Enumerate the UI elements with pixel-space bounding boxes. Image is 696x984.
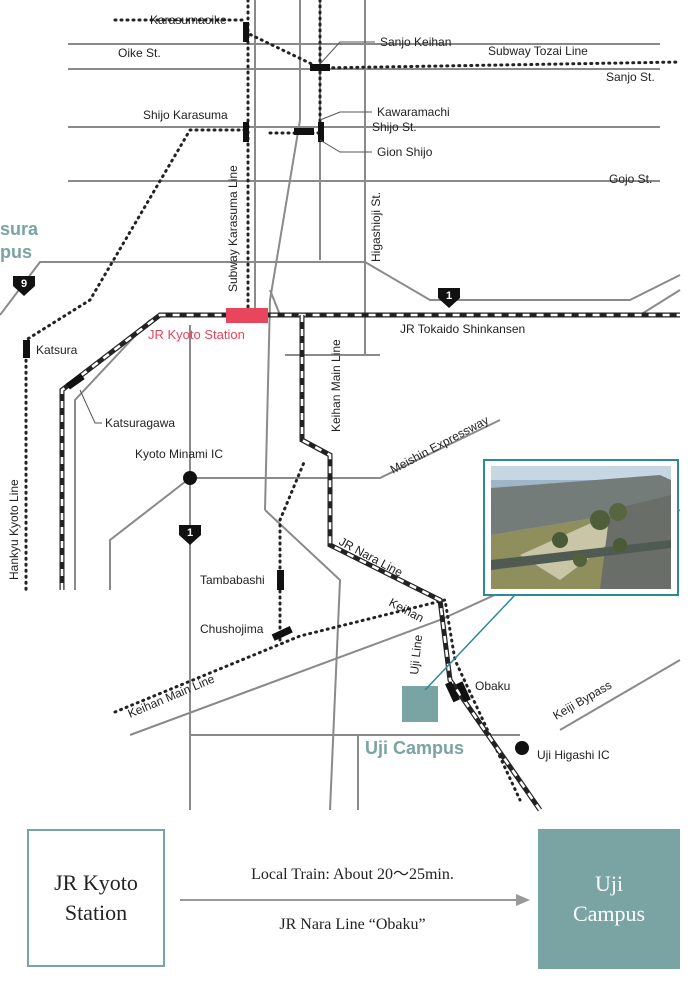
line-label-keihan-main-lower: Keihan Main Line: [126, 672, 217, 721]
line-label-hankyu-kyoto: Hankyu Kyoto Line: [7, 479, 21, 580]
street-label-oike: Oike St.: [118, 46, 161, 60]
station-label-katsuragawa: Katsuragawa: [105, 416, 175, 430]
route-shield-1-top: 1: [438, 288, 460, 308]
line-label-keihan-uji-a: Keihan: [387, 595, 427, 625]
ic-label-uji-higashi: Uji Higashi IC: [537, 748, 610, 762]
origin-box: JR Kyoto Station: [27, 829, 165, 967]
origin-line2: Station: [64, 900, 128, 925]
origin-line1: JR Kyoto: [54, 870, 138, 895]
station-label-karasumaoike: Karasumaoike: [150, 13, 227, 27]
travel-time-text: Local Train: About 20～25min.: [251, 866, 454, 883]
uji-higashi-ic-dot: [515, 741, 529, 755]
svg-text:1: 1: [446, 290, 452, 302]
road-network: [0, 0, 681, 811]
street-label-sanjo: Sanjo St.: [606, 70, 655, 84]
station-label-shijo-karasuma: Shijo Karasuma: [143, 108, 228, 122]
line-label-subway-karasuma: Subway Karasuma Line: [226, 165, 240, 292]
station-label-kawaramachi: Kawaramachi: [377, 105, 450, 119]
station-label-gion-shijo: Gion Shijo: [377, 145, 433, 159]
line-label-jr-tokaido-shinkansen: JR Tokaido Shinkansen: [400, 322, 525, 336]
station-label-katsura: Katsura: [36, 343, 78, 357]
line-label-meishin-expressway: Meishin Expressway: [388, 413, 491, 477]
street-label-higashioji: Higashioji St.: [369, 192, 383, 262]
campus-label-uji: Uji Campus: [365, 738, 464, 758]
destination-line1: Uji: [594, 871, 624, 896]
uji-campus-marker: [402, 686, 438, 722]
kyoto-access-map: 9 1 1 Karasumaoike Oike St. Sanjo Keihan: [0, 0, 682, 812]
route-arrow: [180, 894, 530, 906]
line-name-text: JR Nara Line “Obaku”: [279, 916, 426, 933]
campus-photo: [483, 459, 679, 596]
line-label-keihan-main-upper: Keihan Main Line: [329, 339, 343, 432]
station-label-tambabashi: Tambabashi: [200, 573, 265, 587]
street-label-gojo: Gojo St.: [609, 172, 652, 186]
destination-box: Uji Campus: [538, 829, 680, 969]
jr-rail-lines: [59, 312, 680, 812]
route-shield-1-left: 1: [179, 525, 201, 545]
campus-label-katsura-a: sura: [0, 219, 39, 239]
line-label-keihan-uji-b: Uji Line: [407, 634, 425, 676]
svg-text:1: 1: [187, 527, 193, 539]
svg-text:9: 9: [21, 278, 27, 290]
station-label-chushojima: Chushojima: [200, 622, 264, 636]
ic-label-kyoto-minami: Kyoto Minami IC: [135, 447, 223, 461]
route-shield-9: 9: [13, 276, 35, 296]
line-label-jr-nara: JR Nara Line: [337, 534, 406, 579]
station-label-sanjo-keihan: Sanjo Keihan: [380, 35, 451, 49]
dotted-rail-lines: [24, 0, 682, 802]
station-markers: [23, 22, 471, 703]
station-label-jr-kyoto: JR Kyoto Station: [148, 327, 245, 342]
line-label-subway-tozai: Subway Tozai Line: [488, 44, 588, 58]
street-label-shijo: Shijo St.: [372, 120, 417, 134]
campus-label-katsura-b: pus: [0, 242, 32, 262]
station-label-obaku: Obaku: [475, 679, 510, 693]
destination-line2: Campus: [572, 901, 646, 926]
kyoto-minami-ic-dot: [183, 471, 197, 485]
jr-kyoto-station-marker: [226, 308, 268, 323]
